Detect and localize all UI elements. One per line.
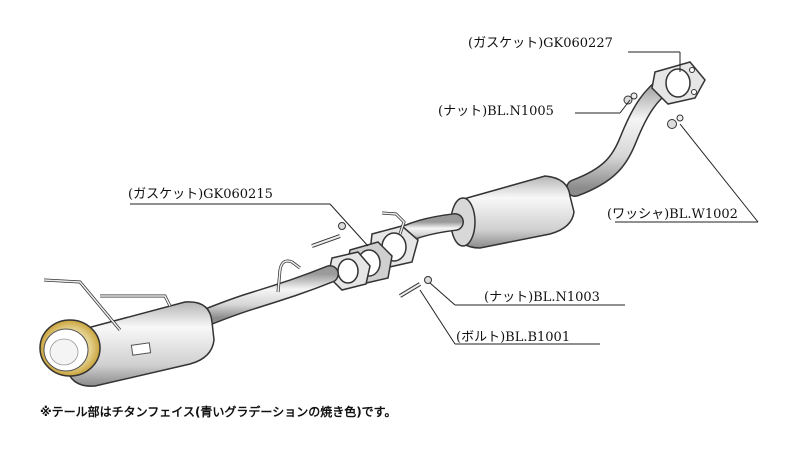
label-gasket-mid: (ガスケット)GK060215 <box>128 187 273 202</box>
titanium-tail <box>39 319 101 377</box>
label-nut-upper: (ナット)BL.N1005 <box>438 104 554 119</box>
upper-nut <box>623 92 638 105</box>
pipe-hanger <box>276 259 301 293</box>
upper-flange <box>651 61 706 105</box>
center-silencer <box>450 175 575 249</box>
leader-lines <box>130 51 759 345</box>
main-muffler <box>65 301 215 387</box>
mid-bolt-upper <box>311 222 346 248</box>
muffler-stay <box>43 278 172 331</box>
label-nut-lower: (ナット)BL.N1003 <box>484 290 600 305</box>
label-gasket-upper: (ガスケット)GK060227 <box>468 36 613 51</box>
label-bolt: (ボルト)BL.B1001 <box>456 330 571 345</box>
mid-bolt-lower <box>398 276 432 298</box>
washer-part <box>667 114 684 129</box>
label-washer: (ワッシャ)BL.W1002 <box>607 207 738 222</box>
hanger-upper <box>381 211 406 235</box>
tail-note: ※テール部はチタンフェイス(青いグラデーションの焼き色)です。 <box>40 405 397 419</box>
